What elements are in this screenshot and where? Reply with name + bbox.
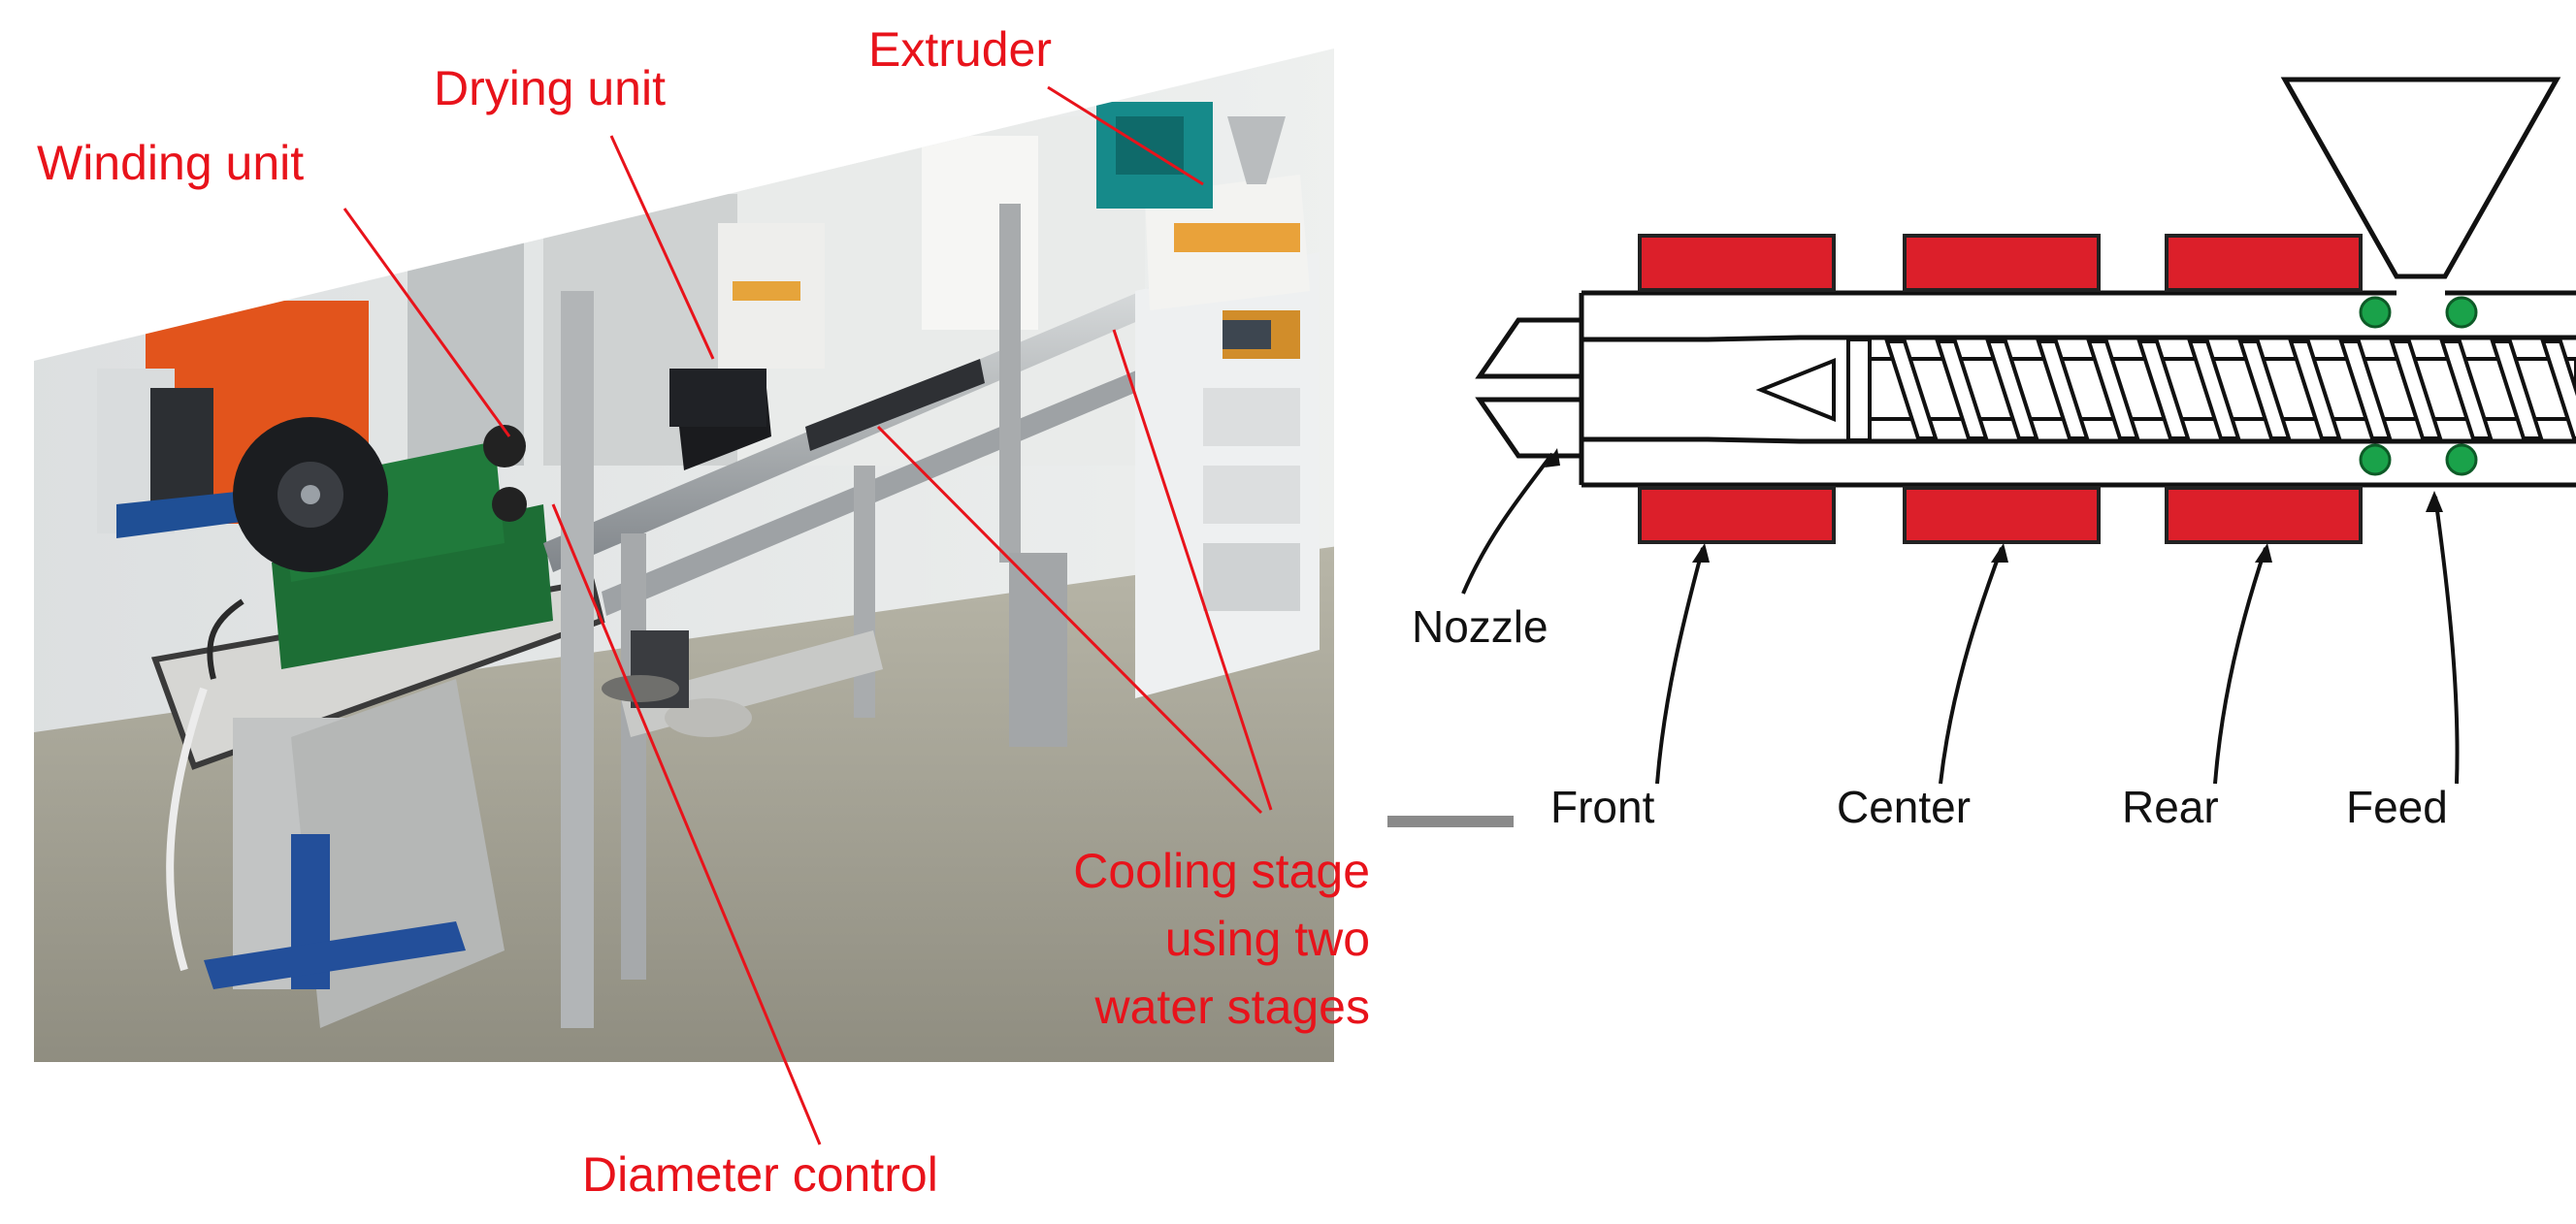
screw-flight <box>1935 339 1989 440</box>
label-cooling-line-2: using two <box>1165 912 1370 966</box>
thermocouple-3 <box>2359 443 2392 476</box>
label-extruder: Extruder <box>868 22 1052 77</box>
screw-flight <box>2036 339 2090 440</box>
label-diameter-control: Diameter control <box>582 1147 938 1202</box>
heater-band-front-top <box>1638 234 1836 292</box>
nozzle-arrow-line <box>1461 452 1554 595</box>
heater-band-front-bottom <box>1638 486 1836 544</box>
schematic-arrow-heads <box>1545 448 2443 563</box>
label-center: Center <box>1837 782 1971 832</box>
panel-separator-dash <box>1387 816 1514 827</box>
label-drying-unit: Drying unit <box>434 61 666 115</box>
thermocouple-2 <box>2445 296 2478 329</box>
nozzle-tip <box>1475 317 1584 459</box>
screw-flight <box>2187 339 2241 440</box>
screw-flight <box>2439 339 2494 440</box>
screw-flights <box>1884 339 2576 440</box>
cooling-leader-line-2 <box>1112 329 1273 811</box>
center-arrow-line <box>1939 547 2004 785</box>
screw-flight <box>2490 339 2544 440</box>
label-cooling-line-3: water stages <box>1094 980 1370 1034</box>
label-cooling-stage: Cooling stage using two water stages <box>1073 844 1370 1034</box>
thermocouples <box>2359 296 2478 476</box>
diameter-control-leader-line <box>551 503 822 1145</box>
hopper <box>2280 77 2561 279</box>
heater-band-rear-top <box>2165 234 2363 292</box>
rear-arrow-head <box>2255 543 2272 563</box>
rear-arrow-line <box>2213 547 2267 785</box>
winding-unit-leader-line <box>342 208 511 437</box>
screw-flight <box>2389 339 2443 440</box>
photo-callout-lines <box>342 85 1273 1145</box>
screw-flight <box>2086 339 2140 440</box>
extrusion-line-photo <box>34 48 1334 1062</box>
label-rear: Rear <box>2122 782 2219 832</box>
heater-band-center-bottom <box>1903 486 2101 544</box>
feed-arrow-line <box>2433 496 2460 785</box>
screw-flight <box>2288 339 2342 440</box>
label-winding-unit: Winding unit <box>37 136 304 190</box>
extruder-schematic: Nozzle Front Center Rear Feed <box>1412 77 2576 832</box>
extruder-leader-line <box>1047 85 1204 186</box>
front-arrow-head <box>1692 543 1710 563</box>
heater-band-rear-bottom <box>2165 486 2363 544</box>
schematic-leader-lines <box>1461 452 2460 785</box>
thermocouple-4 <box>2445 443 2478 476</box>
drying-unit-leader-line <box>609 135 715 360</box>
label-feed: Feed <box>2346 782 2448 832</box>
center-arrow-head <box>1991 543 2008 563</box>
screw-flight <box>2338 339 2393 440</box>
label-cooling-line-1: Cooling stage <box>1073 844 1370 898</box>
screw-flight <box>2237 339 2292 440</box>
front-arrow-line <box>1655 547 1705 785</box>
label-nozzle: Nozzle <box>1412 601 1549 652</box>
screw-flight <box>1884 339 1939 440</box>
heater-band-center-top <box>1903 234 2101 292</box>
screw-flight <box>1985 339 2039 440</box>
label-front: Front <box>1550 782 1655 832</box>
cooling-leader-line-1 <box>876 425 1263 815</box>
thermocouple-1 <box>2359 296 2392 329</box>
feed-arrow-head <box>2426 491 2443 512</box>
screw-flight <box>2136 339 2191 440</box>
nozzle-arrow-head <box>1545 448 1560 467</box>
screw-flight <box>2540 339 2576 440</box>
heater-bands <box>1638 234 2363 544</box>
